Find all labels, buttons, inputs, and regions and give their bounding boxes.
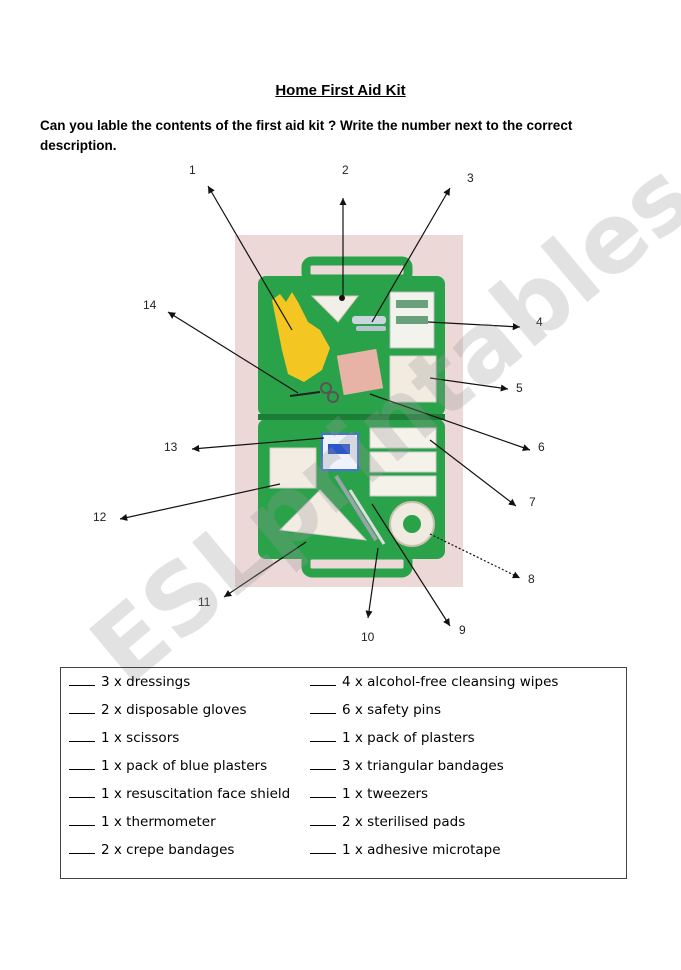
label-2: 2 xyxy=(342,163,349,177)
answer-row-right-7: 1 x adhesive microtape xyxy=(310,842,501,858)
blank-line[interactable] xyxy=(310,787,336,798)
page-title: Home First Aid Kit xyxy=(275,82,406,99)
blank-line[interactable] xyxy=(69,731,95,742)
answer-row-right-3: 1 x pack of plasters xyxy=(310,730,475,746)
blank-line[interactable] xyxy=(69,787,95,798)
label-10: 10 xyxy=(361,630,375,644)
label-7: 7 xyxy=(529,495,536,509)
label-12: 12 xyxy=(93,510,107,524)
blank-line[interactable] xyxy=(310,843,336,854)
bandage-3 xyxy=(369,475,437,497)
scissors xyxy=(320,382,332,394)
bandage-2 xyxy=(369,451,437,473)
blank-line[interactable] xyxy=(310,731,336,742)
plasters xyxy=(336,348,384,396)
answer-row-left-6: 1 x thermometer xyxy=(69,814,216,830)
blank-line[interactable] xyxy=(310,759,336,770)
answer-row-right-2: 6 x safety pins xyxy=(310,702,441,718)
thermometer xyxy=(348,489,386,545)
answer-row-left-7: 2 x crepe bandages xyxy=(69,842,234,858)
label-arrows xyxy=(119,185,531,627)
answer-row-right-4: 3 x triangular bandages xyxy=(310,758,504,774)
blank-line[interactable] xyxy=(69,675,95,686)
label-14: 14 xyxy=(143,298,157,312)
blank-line[interactable] xyxy=(69,759,95,770)
answer-row-left-2: 2 x disposable gloves xyxy=(69,702,246,718)
triangular-bandage xyxy=(278,489,368,541)
answer-row-right-1: 4 x alcohol-free cleansing wipes xyxy=(310,674,558,690)
safety-pins xyxy=(352,316,386,324)
label-1: 1 xyxy=(189,163,196,177)
label-6: 6 xyxy=(538,440,545,454)
answer-box: 3 x dressings 2 x disposable gloves 1 x … xyxy=(60,667,627,879)
face-shield xyxy=(310,295,360,323)
label-3: 3 xyxy=(467,171,474,185)
answer-row-right-5: 1 x tweezers xyxy=(310,786,428,802)
answer-row-left-3: 1 x scissors xyxy=(69,730,179,746)
label-13: 13 xyxy=(164,440,178,454)
blank-line[interactable] xyxy=(69,843,95,854)
sterile-pads xyxy=(389,355,437,403)
answer-row-right-6: 2 x sterilised pads xyxy=(310,814,465,830)
label-4: 4 xyxy=(536,315,543,329)
blank-line[interactable] xyxy=(310,815,336,826)
instructions: Can you lable the contents of the first … xyxy=(40,118,573,153)
dressings xyxy=(269,447,317,489)
gloves xyxy=(272,292,330,382)
blank-line[interactable] xyxy=(310,703,336,714)
answer-row-left-1: 3 x dressings xyxy=(69,674,190,690)
answer-row-left-5: 1 x resuscitation face shield xyxy=(69,786,290,802)
blank-line[interactable] xyxy=(69,703,95,714)
tweezers xyxy=(334,474,378,542)
label-8: 8 xyxy=(528,572,535,586)
bandage-1 xyxy=(369,427,437,449)
label-5: 5 xyxy=(516,381,523,395)
label-9: 9 xyxy=(459,623,466,637)
kit-contents xyxy=(269,291,437,547)
blank-line[interactable] xyxy=(310,675,336,686)
blank-line[interactable] xyxy=(69,815,95,826)
answer-row-left-4: 1 x pack of blue plasters xyxy=(69,758,267,774)
label-11: 11 xyxy=(198,595,211,609)
